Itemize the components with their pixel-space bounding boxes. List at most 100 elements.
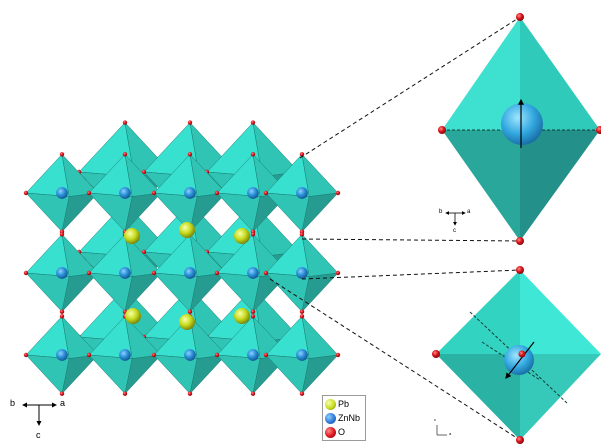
main-axis-c-label: c (36, 430, 41, 440)
octahedron-face (301, 272, 339, 313)
o-atom (250, 391, 256, 396)
octahedron-face (189, 354, 227, 395)
o-atom (299, 152, 305, 157)
o-atom (250, 314, 256, 319)
legend-item-znnb: ZnNb (325, 411, 363, 425)
octahedron-face (301, 192, 339, 233)
o-atom (250, 232, 256, 237)
znnb-atom (184, 267, 196, 279)
top-inset-face-lower-left (442, 130, 520, 241)
o-atom (263, 270, 269, 276)
znnb-atom (56, 187, 68, 199)
znnb-atom (247, 187, 259, 199)
pb-atom (179, 222, 195, 238)
bottom-inset-axes-indicator (436, 425, 447, 436)
o-atom (86, 270, 92, 276)
o-atom (59, 232, 65, 237)
octahedron-face (124, 354, 162, 395)
main-axes-indicator (22, 402, 57, 426)
znnb-atom (119, 349, 131, 361)
bottom-inset-axis-c-label: c (434, 417, 436, 422)
pb-atom (234, 308, 250, 324)
octahedron-face (61, 354, 99, 395)
legend-label-o: O (338, 427, 346, 437)
top-inset-octahedron (438, 13, 601, 245)
o-sphere-icon (325, 426, 336, 438)
perovskite-lattice (23, 120, 341, 396)
znnb-atom (296, 349, 308, 361)
o-atom (23, 190, 29, 196)
bottom-inset-o-atom-center (518, 350, 526, 358)
o-atom (122, 152, 128, 157)
octahedron-face (301, 354, 339, 395)
o-atom (59, 309, 65, 314)
o-atom (151, 190, 157, 196)
octahedron-face (189, 192, 227, 233)
o-atom (187, 152, 193, 157)
bottom-inset-face-bottom (436, 354, 520, 440)
pb-atom (125, 308, 141, 324)
projection-line-1 (299, 16, 521, 159)
top-inset-face-lower-right (520, 130, 600, 241)
o-atom (151, 352, 157, 358)
top-inset-face-left (442, 17, 520, 130)
projection-line-4 (269, 278, 521, 441)
o-atom (122, 391, 128, 396)
bottom-inset-axis-a-label: a (449, 431, 452, 436)
top-inset-o-atom-bottom (516, 237, 524, 245)
octahedron-face (61, 192, 99, 233)
znnb-atom (247, 349, 259, 361)
znnb-atom (296, 267, 308, 279)
znnb-atom (119, 187, 131, 199)
o-atom (335, 190, 341, 196)
bottom-inset-octahedron (432, 266, 601, 444)
znnb-atom (56, 349, 68, 361)
pb-atom (179, 314, 195, 330)
o-atom (299, 391, 305, 396)
bottom-inset-dashed-axis-2 (481, 341, 541, 381)
o-atom (59, 152, 65, 157)
top-inset-o-atom-left (438, 126, 446, 134)
o-atom (250, 309, 256, 314)
pb-atom (124, 228, 140, 244)
o-atom (59, 391, 65, 396)
o-atom (187, 391, 193, 396)
octahedron-face (124, 192, 162, 233)
bottom-inset-znnb-atom (504, 345, 534, 375)
atom-legend: Pb ZnNb O (322, 395, 366, 441)
top-inset-axis-c-label: c (453, 228, 456, 234)
o-atom (335, 352, 341, 358)
o-atom (335, 270, 341, 276)
pb-atom (234, 228, 250, 244)
o-atom (86, 190, 92, 196)
pb-sphere-icon (325, 398, 336, 410)
o-atom (187, 120, 193, 125)
top-inset-znnb-atom (501, 103, 543, 145)
main-axis-b-label: b (10, 398, 16, 408)
legend-item-pb: Pb (325, 397, 363, 411)
znnb-atom (296, 187, 308, 199)
o-atom (187, 309, 193, 314)
top-inset-o-atom-top (516, 13, 524, 21)
o-atom (299, 309, 305, 314)
o-atom (141, 249, 147, 255)
octahedron-face (124, 272, 162, 313)
main-axis-a-label: a (60, 398, 66, 408)
znnb-atom (119, 267, 131, 279)
o-atom (141, 169, 147, 175)
o-atom (122, 120, 128, 125)
legend-item-o: O (325, 425, 363, 439)
o-atom (299, 314, 305, 319)
o-atom (250, 120, 256, 125)
bottom-inset-face-lower-right (520, 354, 601, 440)
znnb-atom (184, 349, 196, 361)
znnb-atom (56, 267, 68, 279)
o-atom (214, 270, 220, 276)
o-atom (299, 232, 305, 237)
znnb-atom (184, 187, 196, 199)
o-atom (263, 352, 269, 358)
znnb-sphere-icon (325, 412, 336, 424)
top-inset-face-right (520, 17, 600, 130)
o-atom (23, 270, 29, 276)
top-inset-axes-indicator (445, 211, 466, 226)
